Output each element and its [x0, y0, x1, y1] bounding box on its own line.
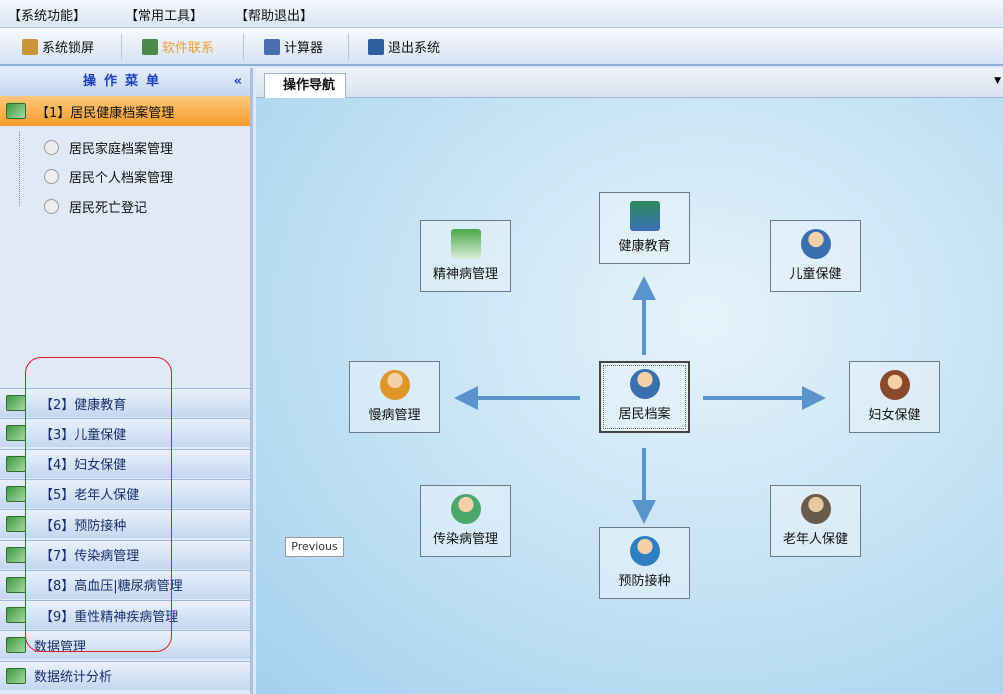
nurse-icon: [629, 536, 660, 566]
folder-user-icon: [6, 395, 26, 411]
subitem-personal-records[interactable]: 居民个人档案管理: [44, 167, 173, 186]
lock-icon: [22, 38, 38, 55]
sidebar-item[interactable]: 【3】儿童保健: [0, 418, 250, 448]
subitem-family-records[interactable]: 居民家庭档案管理: [44, 138, 173, 157]
contact-button[interactable]: 软件联系: [142, 37, 214, 56]
node-health-education[interactable]: 健康教育: [599, 192, 690, 264]
woman-icon: [879, 370, 910, 400]
folder-icon: [450, 229, 481, 259]
sidebar-item-label: 【9】重性精神疾病管理: [40, 609, 179, 625]
sidebar-item[interactable]: 【9】重性精神疾病管理: [0, 600, 250, 630]
sidebar-item-label: 【5】老年人保健: [40, 488, 140, 504]
folder-user-icon: [6, 455, 26, 472]
folder-user-icon: [6, 546, 26, 563]
divider: [348, 34, 349, 60]
node-child-health[interactable]: 儿童保健: [770, 220, 861, 292]
sidebar-item-label: 【7】传染病管理: [40, 549, 140, 564]
menu-system[interactable]: 【系统功能】: [8, 9, 87, 24]
node-infectious-disease[interactable]: 传染病管理: [420, 485, 511, 557]
sidebar-item[interactable]: 【7】传染病管理: [0, 539, 250, 569]
doctor-icon: [450, 494, 481, 524]
node-resident-records[interactable]: 居民档案: [599, 361, 690, 433]
node-label: 居民档案: [618, 407, 671, 422]
people-icon: [379, 370, 410, 400]
sidebar-item-label: 【1】居民健康档案管理: [36, 105, 175, 121]
resident-icon: [629, 369, 660, 399]
menu-tools[interactable]: 【常用工具】: [125, 9, 204, 24]
highlight-annotation: [25, 357, 172, 652]
sidebar-item[interactable]: 数据统计分析: [0, 660, 250, 690]
node-mental-illness[interactable]: 精神病管理: [420, 220, 511, 292]
circle-icon: [44, 169, 59, 184]
folder-user-icon: [6, 103, 26, 119]
subitem-label: 居民个人档案管理: [69, 171, 174, 186]
lock-screen-label: 系统锁屏: [42, 41, 95, 56]
subitem-label: 居民死亡登记: [69, 201, 148, 216]
node-label: 老年人保健: [782, 532, 848, 547]
elderly-icon: [800, 494, 831, 524]
child-icon: [800, 229, 831, 259]
exit-door-icon: [368, 38, 384, 55]
node-label: 预防接种: [618, 574, 671, 589]
folder-user-icon: [6, 576, 26, 593]
sidebar-item[interactable]: 【5】老年人保健: [0, 478, 250, 508]
folder-user-icon: [6, 607, 26, 624]
contact-label: 软件联系: [162, 41, 215, 56]
books-icon: [629, 201, 660, 231]
node-label: 传染病管理: [432, 532, 498, 547]
folder-user-icon: [6, 425, 26, 442]
dropdown-icon[interactable]: ▼: [994, 76, 1001, 86]
node-label: 慢病管理: [368, 408, 421, 423]
arrows: [454, 276, 826, 524]
sidebar-title: 操作菜单: [82, 74, 167, 89]
tab-navigation[interactable]: 操作导航: [264, 73, 347, 98]
node-label: 精神病管理: [432, 267, 498, 282]
tooltip: Previous: [285, 537, 344, 557]
sidebar-item[interactable]: 【8】高血压|糖尿病管理: [0, 569, 250, 599]
sidebar-item[interactable]: 【2】健康教育: [0, 388, 250, 417]
folder-user-icon: [6, 485, 26, 502]
node-elderly-health[interactable]: 老年人保健: [770, 485, 861, 557]
tab-bar: 操作导航 ▼: [256, 68, 1003, 98]
toolbar: 系统锁屏 软件联系 计算器 退出系统: [0, 28, 1003, 66]
circle-icon: [44, 140, 59, 155]
collapse-icon[interactable]: «: [233, 74, 242, 89]
calculator-label: 计算器: [284, 41, 324, 56]
exit-button[interactable]: 退出系统: [368, 37, 440, 56]
sidebar-item[interactable]: 【4】妇女保健: [0, 448, 250, 478]
menu-bar: 【系统功能】 【常用工具】 【帮助退出】: [0, 0, 1003, 28]
subitem-death-registration[interactable]: 居民死亡登记: [44, 197, 147, 216]
sidebar-item-label: 【2】健康教育: [40, 397, 127, 413]
sidebar-item-resident-records[interactable]: 【1】居民健康档案管理: [0, 96, 250, 126]
exit-label: 退出系统: [388, 41, 441, 56]
node-vaccination[interactable]: 预防接种: [599, 527, 690, 599]
calculator-icon: [264, 38, 280, 55]
node-label: 妇女保健: [868, 408, 921, 423]
sidebar-item-label: 【6】预防接种: [40, 518, 127, 534]
sidebar-item-label: 数据统计分析: [34, 670, 113, 686]
sidebar-item-label: 【3】儿童保健: [40, 427, 127, 443]
lock-screen-button[interactable]: 系统锁屏: [22, 37, 94, 56]
circle-icon: [44, 199, 59, 214]
folder-user-icon: [6, 667, 26, 684]
node-women-health[interactable]: 妇女保健: [849, 361, 940, 433]
node-chronic-disease[interactable]: 慢病管理: [349, 361, 440, 433]
menu-help[interactable]: 【帮助退出】: [235, 9, 314, 24]
sidebar-item-label: 【8】高血压|糖尿病管理: [40, 579, 183, 595]
calculator-button[interactable]: 计算器: [264, 37, 323, 56]
folder-user-icon: [6, 516, 26, 533]
divider: [243, 34, 244, 60]
sidebar-header: 操作菜单 «: [0, 68, 250, 96]
contact-icon: [142, 38, 158, 55]
node-label: 儿童保健: [789, 267, 842, 282]
node-label: 健康教育: [618, 239, 671, 254]
divider: [121, 34, 122, 60]
tree-line: [19, 131, 20, 206]
subitem-label: 居民家庭档案管理: [69, 142, 174, 157]
sidebar-item[interactable]: 【6】预防接种: [0, 509, 250, 539]
folder-user-icon: [6, 637, 26, 654]
sidebar-item-label: 【4】妇女保健: [40, 458, 127, 474]
